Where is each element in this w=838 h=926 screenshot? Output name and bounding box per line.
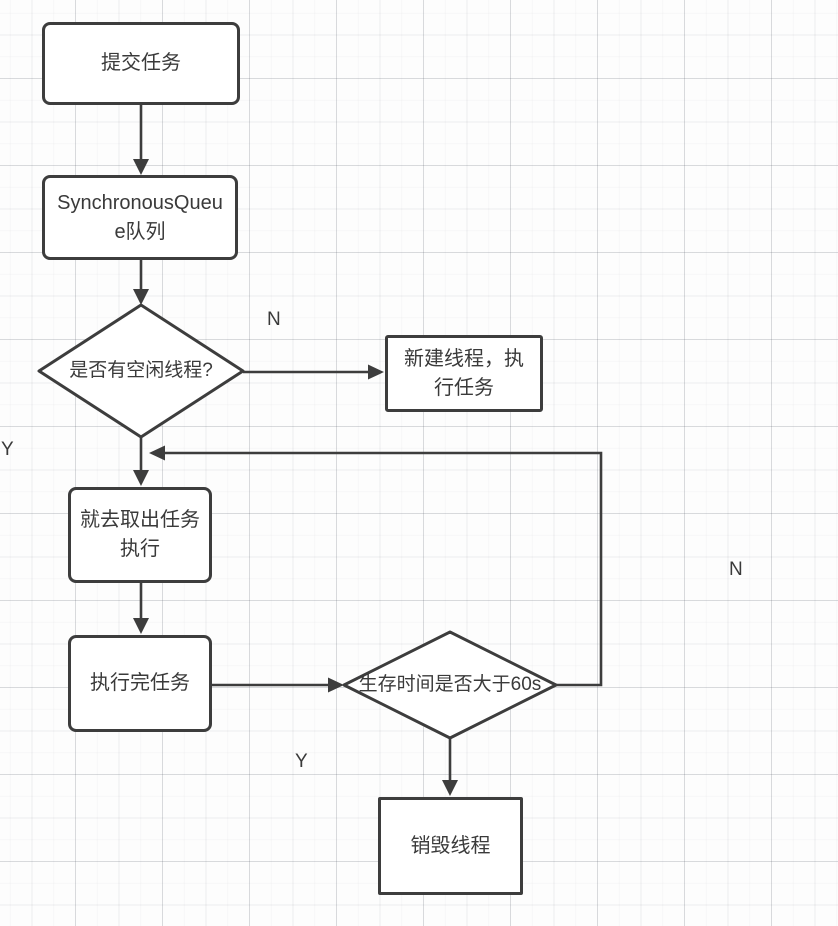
node-label: 提交任务 <box>101 52 181 74</box>
edge-label-idle-yes: Y <box>1 439 14 460</box>
node-label: SynchronousQueue队列 <box>57 191 223 243</box>
node-submit-task: 提交任务 <box>42 22 240 105</box>
edge-label-ttl-no: N <box>729 559 743 580</box>
decision-keepalive-60s <box>342 630 558 740</box>
decision-idle-thread <box>37 303 245 439</box>
connector-queue-to-idle-check <box>133 260 149 305</box>
arrowhead-down-icon <box>133 470 149 486</box>
connector-ttl-no-loop-back <box>149 445 603 687</box>
edge-label-idle-no: N <box>267 309 281 330</box>
connector-line <box>165 451 603 687</box>
connector-submit-to-queue <box>133 105 149 175</box>
node-task-finished: 执行完任务 <box>68 635 212 732</box>
connector-take-task-to-task-done <box>133 583 149 634</box>
arrowhead-down-icon <box>133 159 149 175</box>
arrowhead-right-icon <box>328 677 344 693</box>
arrowhead-right-icon <box>368 364 384 380</box>
node-label: 销毁线程 <box>410 834 491 857</box>
edge-label-ttl-yes: Y <box>295 751 308 772</box>
arrowhead-left-icon <box>149 445 165 461</box>
decision-keepalive-60s-label: 生存时间是否大于60s <box>358 674 542 695</box>
node-take-task-execute: 就去取出任务执行 <box>68 487 212 583</box>
decision-idle-thread-label: 是否有空闲线程? <box>69 360 213 381</box>
node-synchronous-queue: SynchronousQueue队列 <box>42 175 238 260</box>
connector-idle-no-to-new-thread <box>243 364 384 380</box>
node-create-thread-execute: 新建线程，执行任务 <box>385 335 543 412</box>
node-destroy-thread: 销毁线程 <box>378 797 523 895</box>
arrowhead-down-icon <box>442 780 458 796</box>
node-label: 就去取出任务执行 <box>80 509 200 560</box>
arrowhead-down-icon <box>133 618 149 634</box>
node-label: 执行完任务 <box>90 672 190 694</box>
connector-idle-yes-to-take-task <box>133 437 149 486</box>
node-label: 新建线程，执行任务 <box>404 347 524 399</box>
connector-ttl-yes-to-destroy <box>442 738 458 796</box>
arrowhead-down-icon <box>133 289 149 305</box>
connector-task-done-to-ttl-check <box>212 677 344 693</box>
